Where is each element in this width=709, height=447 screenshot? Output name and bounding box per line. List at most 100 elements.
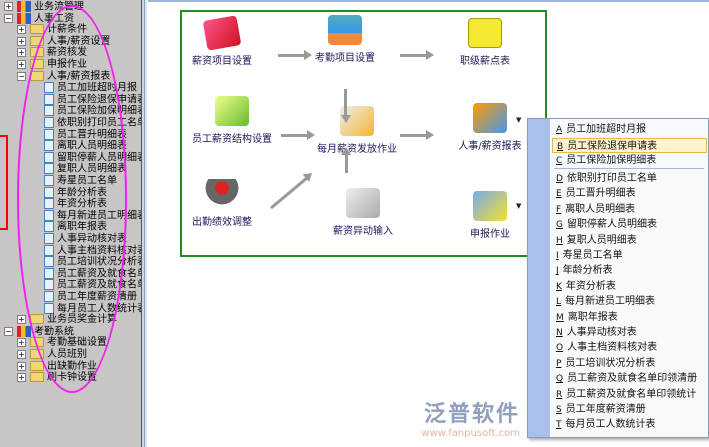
expand-icon[interactable]: + [17,361,26,371]
expand-icon[interactable]: + [17,338,26,348]
menu-item-accelerator: Q [556,374,564,385]
expand-icon[interactable]: + [17,60,26,69]
expand-icon[interactable]: + [17,315,26,325]
menu-item-accelerator: F [556,204,562,215]
node-attendance-items[interactable]: 考勤项目设置 [295,15,395,64]
declare-dropdown-arrow-icon[interactable]: ▼ [516,202,522,210]
collapse-icon[interactable]: − [4,13,13,23]
menu-item-label: 人事主档资料核对表 [567,342,658,354]
menu-item-label: 员工保险加保明细表 [566,155,657,166]
menu-item-accelerator: B [557,141,564,152]
collapse-icon[interactable]: − [4,326,13,336]
module-icon [17,12,31,24]
menu-item-label: 人事异动核对表 [566,327,637,338]
node-salary-items[interactable]: 薪资项目设置 [172,15,272,67]
menu-item-accelerator: J [556,266,559,277]
arrow-right [281,130,315,140]
warning-folder-icon [473,191,507,221]
menu-item-accelerator: R [556,389,563,400]
node-reports[interactable]: 人事/薪资报表 [440,103,540,152]
expand-icon[interactable]: + [17,36,26,46]
menu-item-accelerator: O [556,343,564,354]
menu-item-label: 年龄分析表 [562,265,613,277]
arrow-diagonal [270,176,309,210]
folder-face-icon [468,18,502,48]
menu-item-accelerator: G [556,220,563,231]
workflow-diagram: 薪资项目设置 考勤项目设置 职级薪点表 员工薪资结构设置 每月薪资发放作业 人事… [180,10,547,257]
expand-icon[interactable]: + [4,2,13,11]
menu-item-accelerator: D [556,174,563,184]
menu-item-label: 每月新进员工明细表 [565,296,656,308]
collapse-icon[interactable]: − [17,71,26,81]
menu-item-accelerator: E [556,189,562,200]
menu-item-label: 年资分析表 [565,280,616,292]
folder-icon [30,24,44,35]
pencil-folder-icon [346,188,380,218]
menu-item-label: 复职人员明细表 [566,234,637,246]
expand-icon[interactable]: + [17,373,26,383]
menu-item-label: 依职别打印员工名单 [566,173,657,184]
tree-item-business-flow[interactable]: +业务流管理 [4,1,84,13]
menu-item-label: 每月员工人数统计表 [565,419,656,431]
menu-item-label: 员工薪资及就食名单印领统计 [566,388,697,400]
node-change-input[interactable]: 薪资异动输入 [313,188,413,237]
menu-item-accelerator: C [556,156,563,166]
menu-item-label: 员工加班超时月报 [566,124,647,135]
report-folder-icon [473,103,507,133]
menu-item-accelerator: A [556,125,563,135]
menu-item-label: 离职人员明细表 [565,203,636,215]
menu-item-accelerator: N [556,328,563,338]
node-performance[interactable]: 出勤绩效调整 [172,179,272,228]
arrow-down [344,89,347,117]
menu-item-label: 员工保险退保申请表 [567,140,658,152]
menu-item-accelerator: H [556,235,563,246]
node-monthly-pay[interactable]: 每月薪资发放作业 [302,106,412,155]
window-wrench-icon [215,96,249,126]
menu-item-accelerator: M [556,312,564,323]
node-grade-table[interactable]: 职级薪点表 [435,18,535,67]
menu-item-accelerator: S [556,405,562,415]
arrow-right [278,50,312,60]
person-icon [205,179,239,209]
top-border [148,0,709,2]
reports-dropdown-arrow-icon[interactable]: ▼ [516,116,522,124]
menu-item-label: 离职年报表 [567,311,618,323]
module-icon [17,325,31,337]
wrench-icon [202,15,242,51]
module-icon [17,1,31,12]
expand-icon[interactable]: + [17,350,26,359]
folder-icon [30,372,44,383]
expand-icon[interactable]: + [17,48,26,58]
menu-item-accelerator: P [556,358,562,369]
panel-splitter[interactable] [141,0,148,447]
arrow-right [400,130,434,140]
node-declare[interactable]: 申报作业 [440,191,540,240]
arrow-up [345,153,348,173]
node-structure[interactable]: 员工薪资结构设置 [172,96,292,145]
menu-separator [554,168,704,169]
expand-icon[interactable]: + [17,25,26,35]
highlight-oval-annotation [17,5,127,393]
